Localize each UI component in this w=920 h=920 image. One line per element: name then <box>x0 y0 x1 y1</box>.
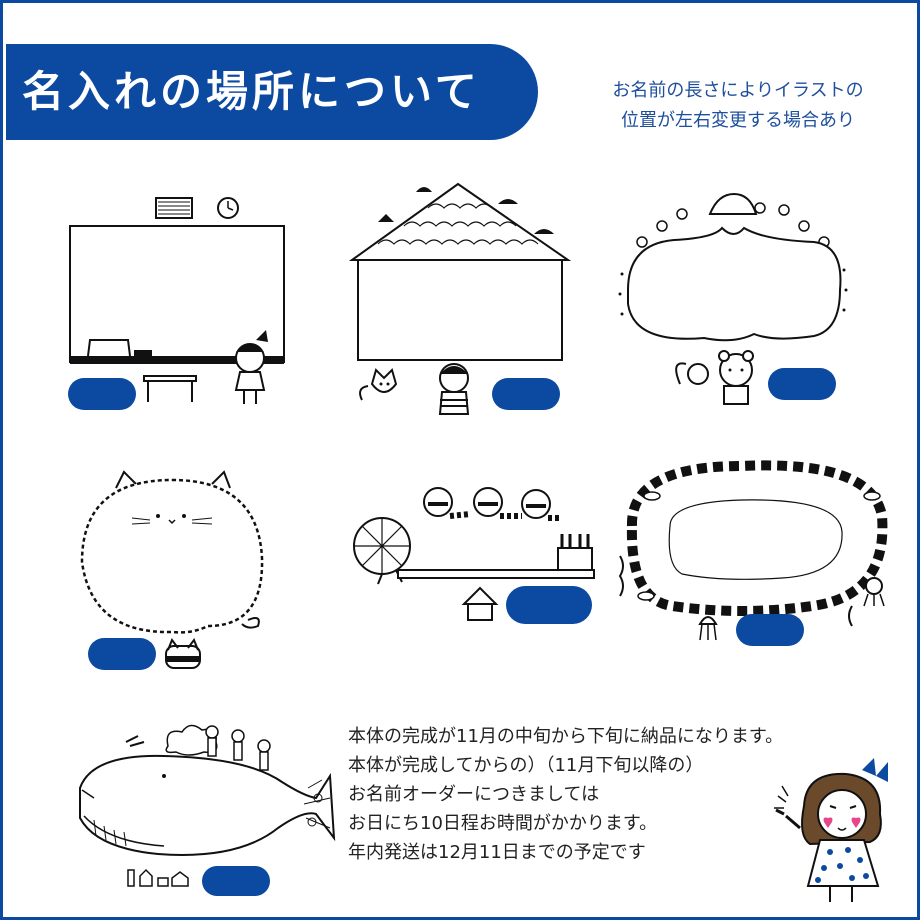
shelf <box>397 569 595 579</box>
basket-icon <box>557 534 593 571</box>
desk-icon <box>143 375 197 402</box>
notice-line-4: お日にち10日程お時間がかかります。 <box>348 813 658 834</box>
vent-icon <box>155 197 193 219</box>
fish-icon <box>637 491 881 601</box>
design-cat-face <box>72 466 272 676</box>
name-placement-6 <box>736 614 804 646</box>
bow-icon <box>862 758 888 782</box>
people-icon <box>125 725 271 771</box>
notice-line-3: お名前オーダーにつきましては <box>348 784 600 805</box>
fox-icon <box>359 368 398 401</box>
mushroom-icon <box>378 187 554 234</box>
girl-mascot <box>770 756 900 906</box>
raccoon-icon <box>423 487 551 519</box>
production-notice: 本体の完成が11月の中旬から下旬に納品になります。 本体が完成してからの）（11… <box>348 722 908 867</box>
raccoon-tails <box>449 511 562 521</box>
pointing-arm <box>775 808 801 830</box>
blackboard-frame <box>69 225 285 363</box>
title-banner <box>6 44 538 140</box>
cat-face-frame <box>80 478 264 634</box>
name-placement-4 <box>88 638 156 670</box>
layout-note: お名前の長さによりイラストの 位置が左右変更する場合あり <box>568 76 908 136</box>
notice-line-1: 本体の完成が11月の中旬から下旬に納品になります。 <box>348 726 784 747</box>
notice-line-2: 本体が完成してからの）（11月下旬以降の） <box>348 755 704 776</box>
name-placement-3 <box>768 368 836 400</box>
design-bubble-flowers <box>614 184 854 416</box>
bear-icon <box>718 350 754 405</box>
polka-dress <box>806 839 880 887</box>
hut-icon <box>461 586 499 621</box>
cat-icon <box>165 637 201 669</box>
eraser-icon <box>87 339 152 357</box>
design-spinning-wheel <box>350 478 600 628</box>
tail-pattern <box>303 779 331 829</box>
bubble-frame <box>627 226 842 342</box>
layout-note-line-2: 位置が左右変更する場合あり <box>621 110 855 131</box>
girl-face <box>817 789 867 839</box>
design-fish-ring <box>612 456 904 648</box>
girl-icon <box>234 330 268 404</box>
design-blackboard <box>60 190 300 420</box>
name-placement-1 <box>68 378 136 410</box>
heart-icon <box>823 817 861 828</box>
sparkle-icon <box>774 785 789 809</box>
shell-icon <box>708 192 758 215</box>
design-whale <box>68 718 340 898</box>
design-house <box>348 178 574 428</box>
house-wall <box>357 259 563 361</box>
clock-icon <box>217 197 239 219</box>
page-title: 名入れの場所について <box>22 67 481 116</box>
fish-ring-inner <box>668 499 843 580</box>
seaweed-icon <box>618 555 853 627</box>
name-placement-5 <box>506 586 592 624</box>
octopus-icon <box>863 577 885 607</box>
town-icon <box>127 868 189 887</box>
notice-line-5: 年内発送は12月11日までの予定です <box>348 842 646 863</box>
squirrel-icon <box>675 362 709 385</box>
cat-ears <box>115 470 231 489</box>
whale-icon <box>79 754 336 856</box>
layout-note-line-1: お名前の長さによりイラストの <box>612 80 864 101</box>
cat-face-features <box>131 514 213 525</box>
whale-belly <box>83 815 165 847</box>
name-placement-7 <box>202 866 270 896</box>
boy-icon <box>438 363 470 415</box>
name-placement-2 <box>492 378 560 410</box>
jellyfish-icon <box>698 616 718 641</box>
